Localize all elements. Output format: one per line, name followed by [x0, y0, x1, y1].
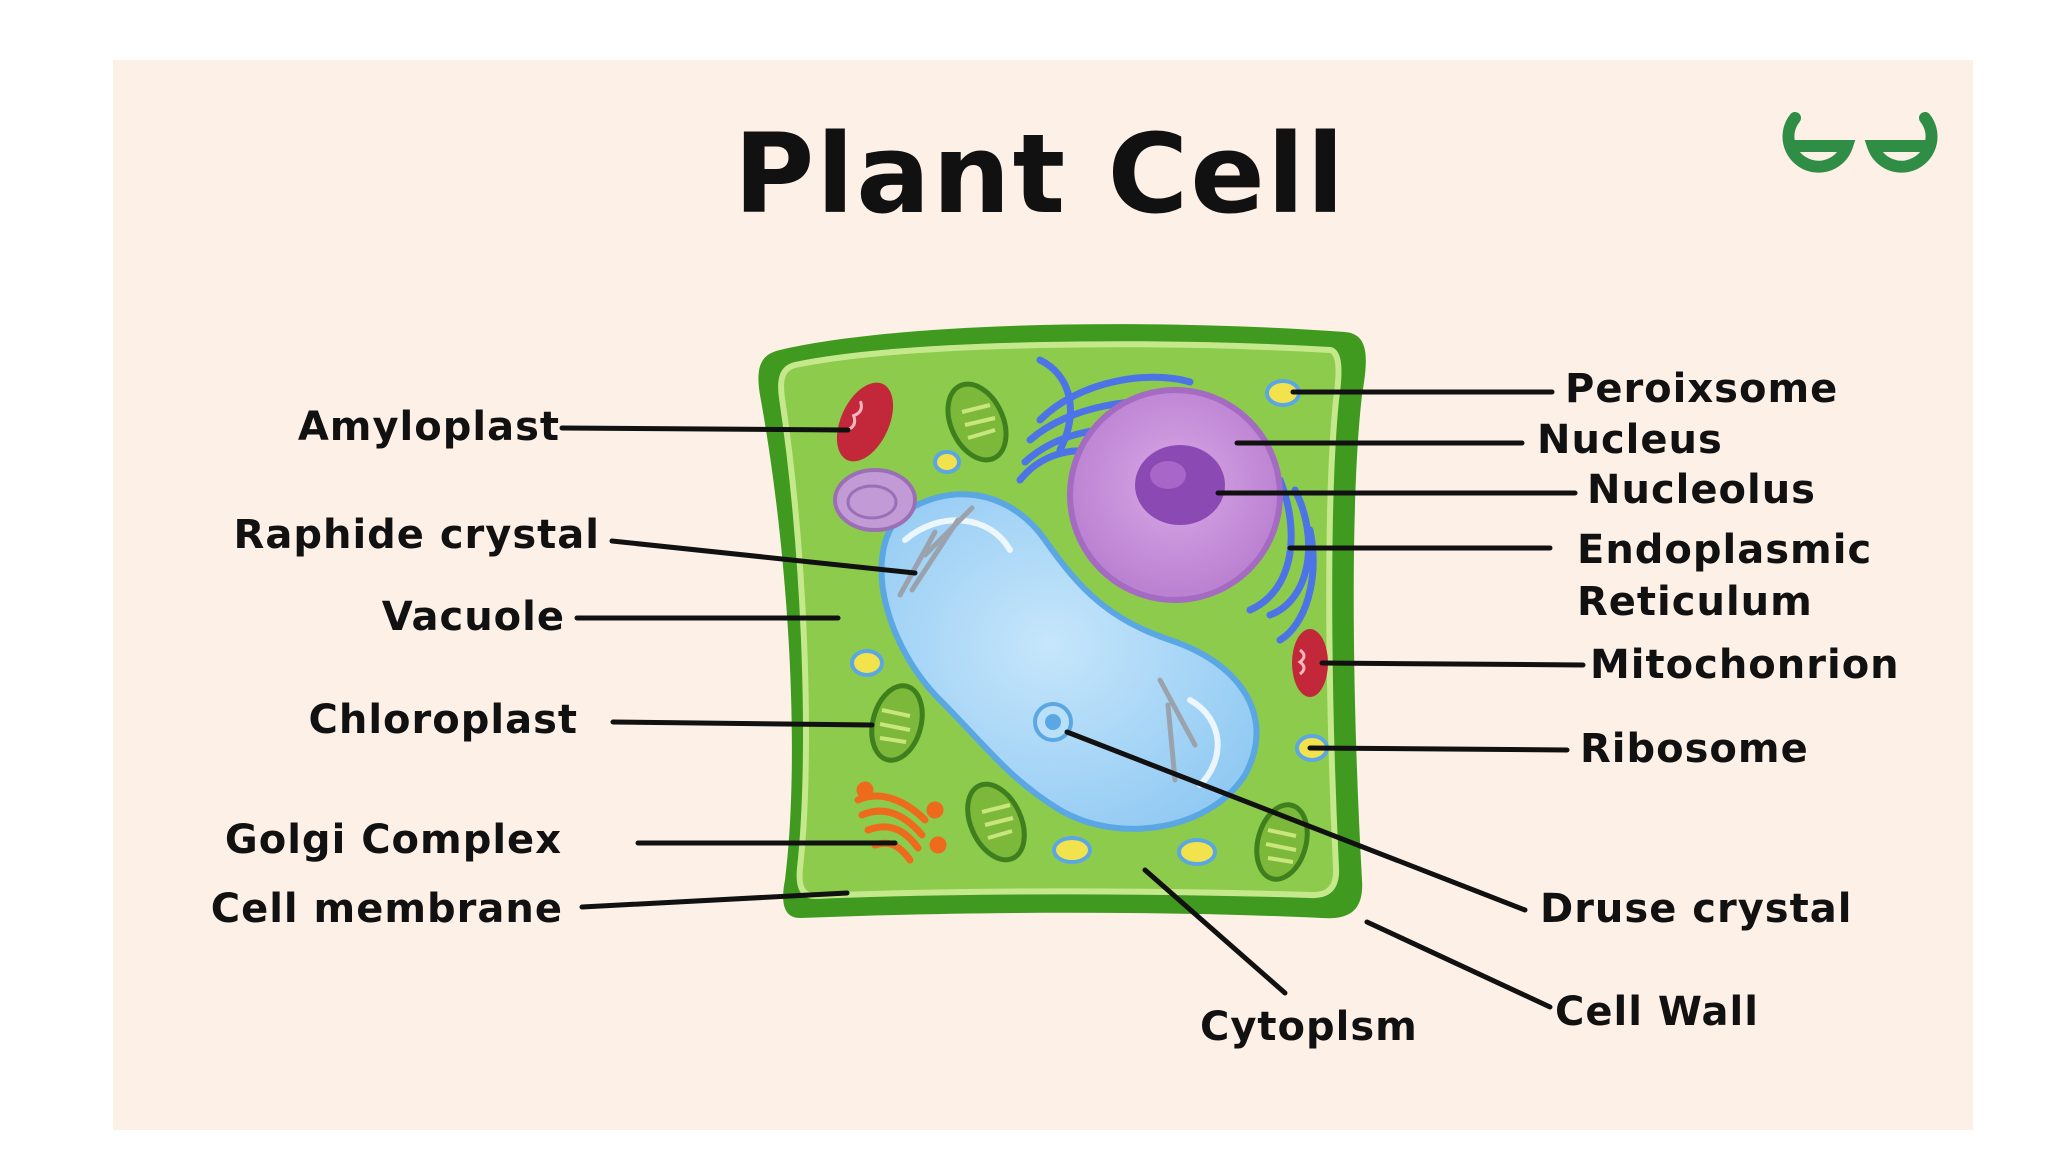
vacuole-shape: [878, 491, 1260, 832]
mitochondrion-shape: [836, 382, 894, 462]
golgi-complex-shape: [854, 781, 947, 864]
label-ribosome: Ribosome: [1580, 726, 1809, 772]
vacuole-highlight: [902, 517, 1013, 553]
cytoplasm-leader: [1142, 867, 1288, 996]
druse-crystal-leader: [1064, 729, 1528, 913]
geeksforgeeks-logo: [1782, 112, 1938, 173]
raphide-crystal-shape: [1157, 677, 1198, 783]
mitochondrion-shape: [1292, 629, 1328, 697]
raphide-crystal-shape: [897, 505, 975, 598]
label-endoplasmic-line2: Reticulum: [1577, 579, 1813, 625]
chloroplast-stripes: [879, 403, 1297, 864]
amyloplast-shape: [833, 468, 917, 532]
label-nucleus: Nucleus: [1537, 417, 1723, 463]
label-golgi-complex: Golgi Complex: [225, 817, 562, 863]
label-raphide-crystal: Raphide crystal: [234, 512, 600, 558]
label-amyloplast: Amyloplast: [298, 404, 560, 450]
amyloplast-leader: [559, 425, 851, 433]
mitochondrion-leader: [1319, 660, 1586, 668]
ribosome-leader: [1307, 745, 1570, 753]
cell-wall-leader: [1364, 919, 1553, 1010]
druse-crystal-shape: [1033, 702, 1073, 742]
label-cytoplasm: Cytoplsm: [1200, 1004, 1418, 1050]
label-cell-wall: Cell Wall: [1555, 989, 1759, 1035]
label-druse-crystal: Druse crystal: [1540, 886, 1852, 932]
label-mitochondrion: Mitochonrion: [1590, 642, 1900, 688]
chloroplast-leader: [610, 719, 875, 728]
cell-membrane-leader: [579, 890, 850, 910]
leader-lines: [559, 389, 1586, 1010]
label-peroxisome: Peroixsome: [1565, 366, 1838, 412]
label-nucleolus: Nucleolus: [1587, 467, 1816, 513]
label-endoplasmic-line1: Endoplasmic: [1577, 527, 1872, 573]
label-vacuole: Vacuole: [382, 594, 565, 640]
raphide-crystal-leader: [609, 538, 918, 576]
label-chloroplast: Chloroplast: [309, 697, 579, 743]
page-title: Plant Cell: [734, 110, 1347, 238]
label-cell-membrane: Cell membrane: [211, 886, 563, 932]
vacuole-highlight: [1187, 697, 1221, 788]
